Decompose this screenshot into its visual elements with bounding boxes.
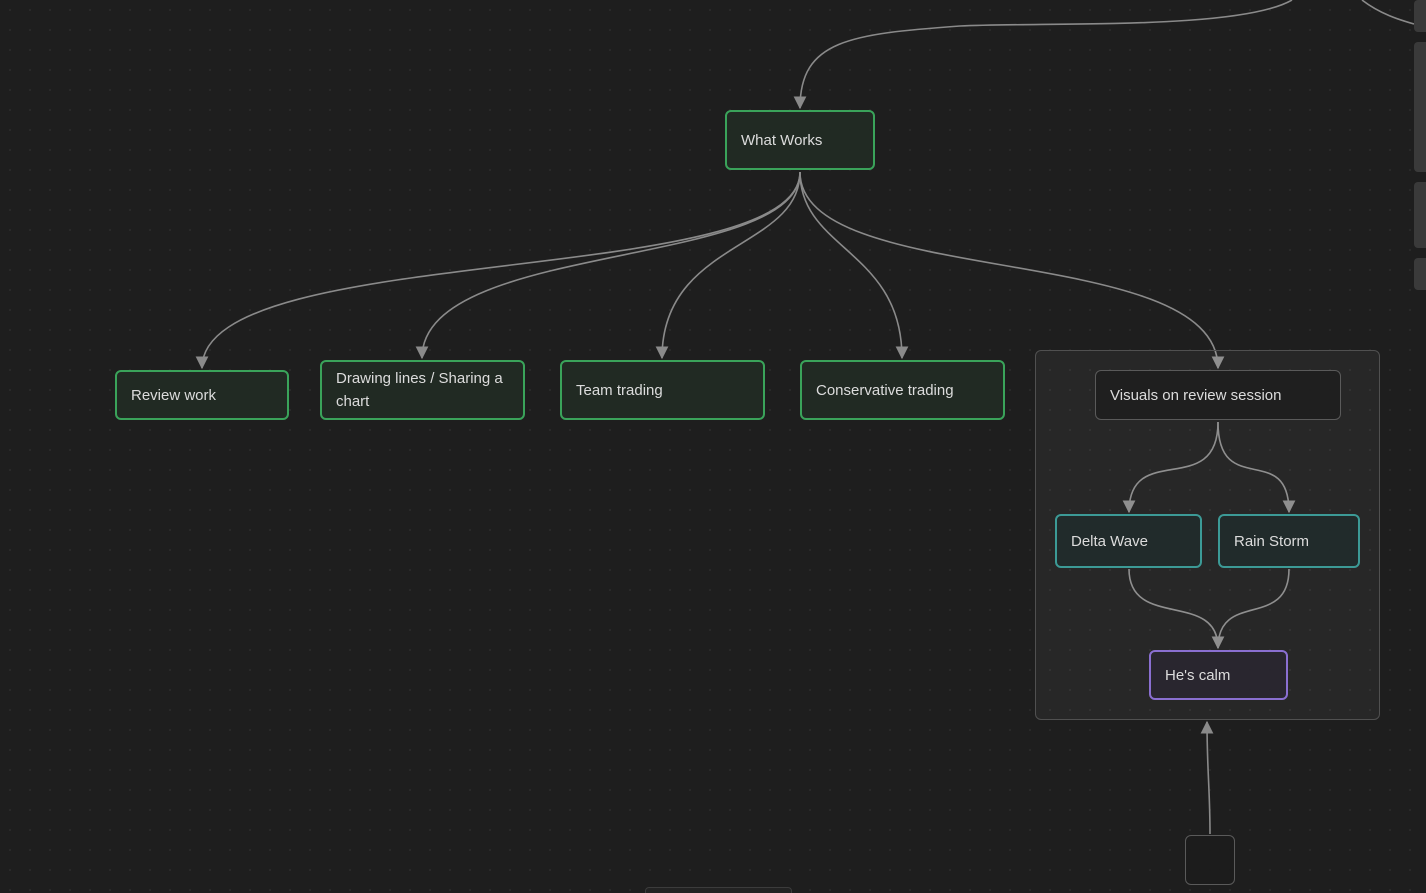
- edge-offscreen-to-what-works: [793, 0, 1293, 110]
- edge-what-works-to-drawing-lines: [415, 171, 801, 360]
- edge-empty-card-to-group: [1200, 720, 1214, 835]
- node-what-works-label: What Works: [741, 131, 823, 149]
- node-review-work[interactable]: Review work: [115, 370, 289, 420]
- rail-tab-1[interactable]: [1414, 0, 1426, 32]
- node-conservative-trading[interactable]: Conservative trading: [800, 360, 1005, 420]
- node-empty-card[interactable]: [1185, 835, 1235, 885]
- node-drawing-lines-label: Drawing lines / Sharing a chart: [336, 370, 503, 410]
- node-team-trading-label: Team trading: [576, 381, 663, 399]
- edge-offscreen-right: [1361, 0, 1415, 25]
- node-hes-calm[interactable]: He's calm: [1149, 650, 1288, 700]
- node-review-work-label: Review work: [131, 386, 217, 404]
- edge-what-works-to-conservative-trading: [799, 171, 909, 360]
- node-team-trading[interactable]: Team trading: [560, 360, 765, 420]
- edge-what-works-to-team-trading: [655, 171, 801, 360]
- node-drawing-lines[interactable]: Drawing lines / Sharing a chart: [320, 360, 525, 420]
- bottom-toolbar-edge[interactable]: [645, 887, 792, 893]
- node-rain-storm[interactable]: Rain Storm: [1218, 514, 1360, 568]
- node-what-works[interactable]: What Works: [725, 110, 875, 170]
- rail-tab-2[interactable]: [1414, 42, 1426, 172]
- node-conservative-trading-label: Conservative trading: [816, 381, 954, 399]
- edge-what-works-to-review-work: [195, 171, 801, 370]
- edge-what-works-to-visuals: [799, 171, 1225, 370]
- node-hes-calm-label: He's calm: [1165, 666, 1231, 684]
- node-rain-storm-label: Rain Storm: [1234, 532, 1310, 550]
- rail-tab-4[interactable]: [1414, 258, 1426, 290]
- node-delta-wave-label: Delta Wave: [1071, 532, 1148, 550]
- node-delta-wave[interactable]: Delta Wave: [1055, 514, 1202, 568]
- rail-tab-3[interactable]: [1414, 182, 1426, 248]
- node-visuals-review[interactable]: Visuals on review session: [1095, 370, 1341, 420]
- node-visuals-review-label: Visuals on review session: [1110, 386, 1282, 404]
